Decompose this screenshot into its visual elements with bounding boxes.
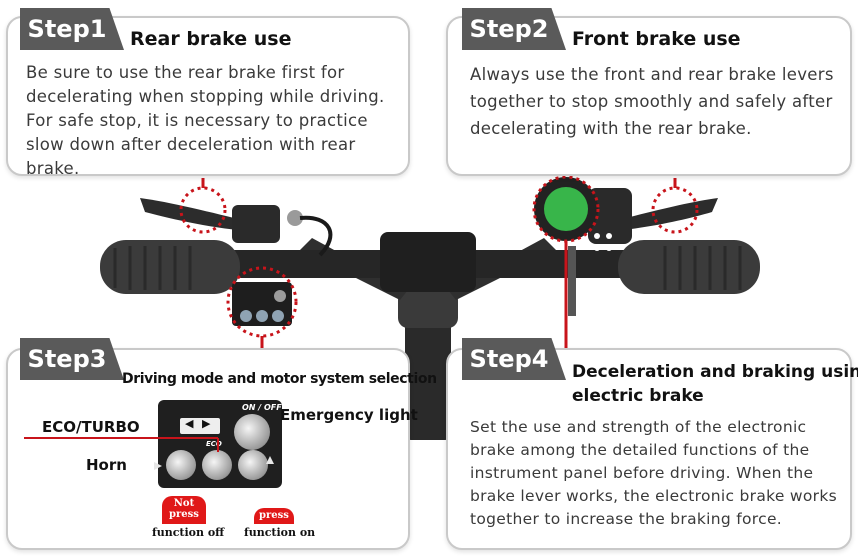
left-lever-mount bbox=[232, 205, 280, 243]
eco-mark: ECO bbox=[206, 440, 222, 448]
step2-heading: Front brake use bbox=[572, 28, 741, 50]
stem-clamp bbox=[398, 290, 458, 328]
step2-tab: Step2 bbox=[462, 8, 566, 50]
callout-lines bbox=[201, 178, 677, 350]
function-off-caption: function off bbox=[152, 526, 225, 539]
control-panel: ◀ ▶ ON / OFF ECO bbox=[158, 400, 282, 488]
step4-body: Set the use and strength of the electron… bbox=[470, 418, 838, 528]
eco-turbo-label: ECO/TURBO bbox=[42, 418, 140, 436]
step1-tab: Step1 bbox=[20, 8, 124, 50]
step3-tab: Step3 bbox=[20, 338, 124, 380]
arrow-left-icon: ◀ bbox=[185, 417, 194, 430]
step3-heading: Driving mode and motor system selection bbox=[122, 371, 437, 387]
cable-connector bbox=[287, 210, 303, 226]
horn-label: Horn bbox=[86, 456, 127, 474]
not-press-button-icon: Not press bbox=[162, 496, 206, 524]
power-button[interactable] bbox=[234, 414, 270, 450]
step4-heading-line2: electric brake bbox=[572, 386, 704, 406]
bar-clamp bbox=[380, 232, 476, 292]
mode-switch[interactable]: ◀ ▶ bbox=[180, 417, 220, 434]
on-off-label: ON / OFF bbox=[242, 403, 282, 412]
display-screen bbox=[544, 187, 588, 231]
eco-turbo-button[interactable] bbox=[202, 450, 232, 480]
emergency-light-button[interactable] bbox=[238, 450, 268, 480]
throttle-housing bbox=[588, 188, 632, 244]
left-grip bbox=[100, 240, 240, 294]
step4-heading-line1: Deceleration and braking using bbox=[572, 362, 858, 382]
step1-body: Be sure to use the rear brake first for … bbox=[26, 63, 385, 178]
arrow-right-icon: ▶ bbox=[202, 417, 211, 430]
right-grip-ridges bbox=[663, 246, 742, 290]
display-post bbox=[568, 246, 576, 316]
rear-brake-lever bbox=[140, 198, 262, 232]
emergency-light-label: Emergency light bbox=[280, 406, 418, 424]
horn-button[interactable] bbox=[166, 450, 196, 480]
press-button-icon: press bbox=[254, 508, 294, 524]
function-on-caption: function on bbox=[244, 526, 316, 539]
step4-card bbox=[446, 348, 852, 550]
left-grip-ridges bbox=[113, 246, 192, 290]
step2-body: Always use the front and rear brake leve… bbox=[470, 65, 834, 138]
steering-stem bbox=[405, 300, 451, 440]
step1-heading: Rear brake use bbox=[130, 28, 292, 50]
brake-cable bbox=[299, 215, 333, 257]
step4-tab: Step4 bbox=[462, 338, 566, 380]
